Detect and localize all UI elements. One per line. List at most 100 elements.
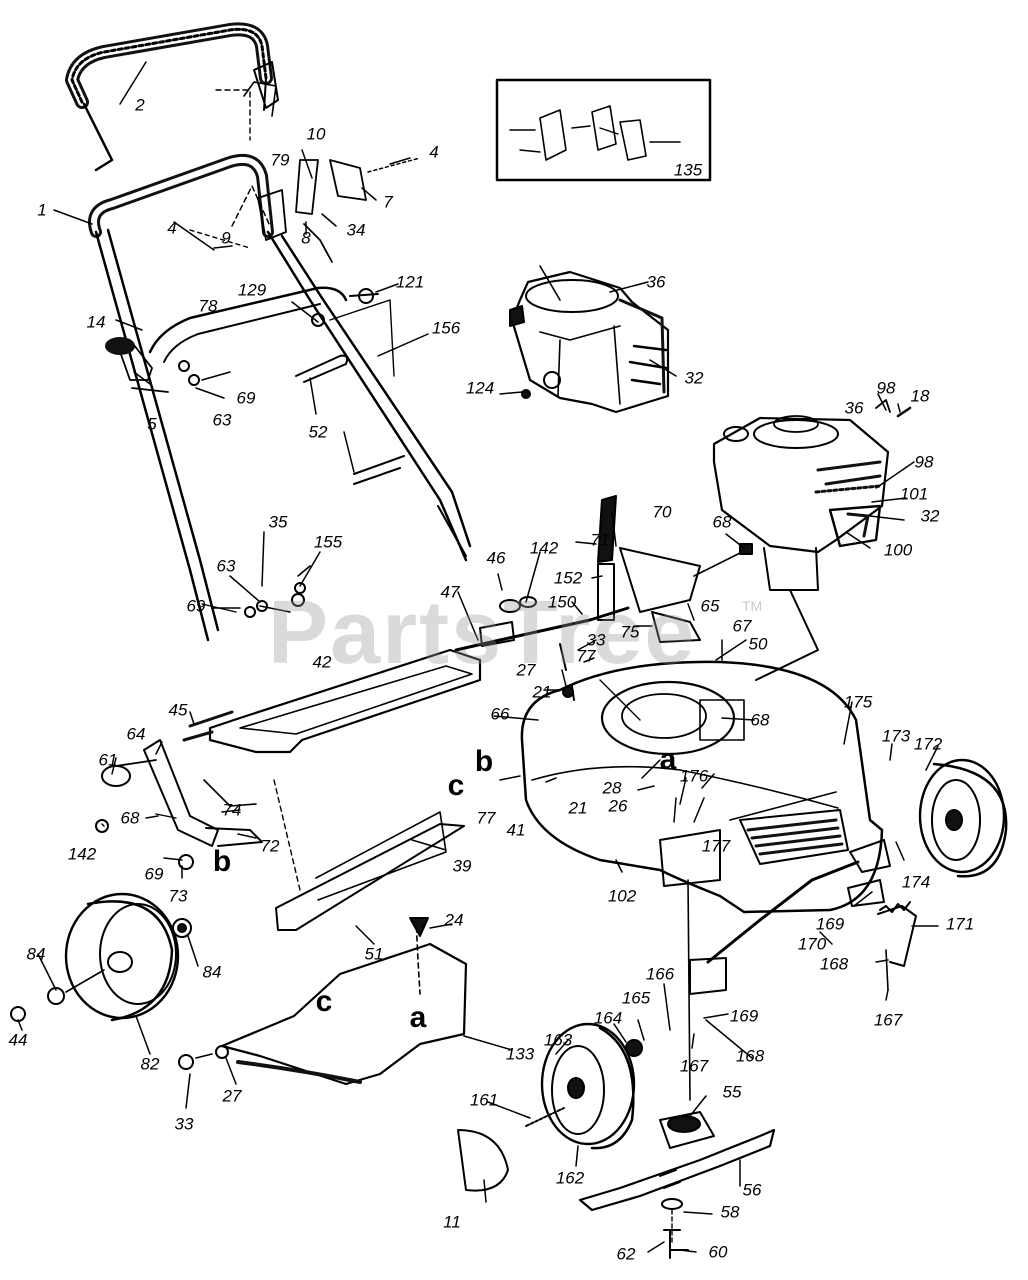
callout: 33 [174,1114,194,1134]
blade-assembly [578,1111,776,1259]
callout: 168 [735,1046,765,1066]
connection-letter-b: b [212,845,232,878]
connection-letter-a: a [659,743,677,776]
engine-upper [509,265,670,414]
callout: 32 [684,368,704,388]
connection-letter-a: a [409,1001,427,1034]
callout: 58 [720,1202,740,1222]
callout: 4 [429,142,439,162]
callout: 46 [486,548,506,568]
connection-letter-c: c [447,769,465,802]
callout: 18 [910,386,930,406]
callout: 162 [555,1168,585,1188]
callout: 171 [945,914,975,934]
callout: 10 [306,124,326,144]
upper-handle [65,22,279,172]
callout: 77 [576,646,596,666]
callout: 152 [553,568,583,588]
connection-letter-b: b [474,745,494,778]
callout: 142 [67,844,97,864]
connection-letter-c: c [315,985,333,1018]
callout: 39 [452,856,472,876]
callout: 102 [607,886,637,906]
callout: 4 [167,218,177,238]
callout: 36 [646,272,666,292]
callout: 98 [876,378,896,398]
callout: 8 [301,228,311,248]
callout: 69 [236,388,256,408]
callout: 9 [221,228,231,248]
callout: 170 [797,934,827,954]
handle-bracket [95,648,482,931]
callout: 173 [881,726,911,746]
callout: 56 [742,1180,762,1200]
callout: 98 [914,452,934,472]
callout: 55 [722,1082,742,1102]
callout: 79 [270,150,290,170]
callout: 77 [476,808,496,828]
callout: 75 [620,622,640,642]
callout: 168 [819,954,849,974]
callout: 100 [883,540,913,560]
callout: 84 [202,962,222,982]
callout: 42 [312,652,332,672]
callout: 36 [844,398,864,418]
right-wheels [457,758,1008,1192]
callout: 35 [268,512,288,532]
callout: 166 [645,964,675,984]
callout: 24 [444,910,464,930]
callout: 172 [913,734,943,754]
callout: 66 [490,704,510,724]
callout: 28 [602,778,622,798]
engine-lower [712,399,912,681]
callout: 64 [126,724,146,744]
callout: 67 [732,616,752,636]
callout: 32 [920,506,940,526]
callout: 124 [465,378,495,398]
callout: 41 [506,820,526,840]
callout: 156 [431,318,461,338]
callout: 63 [212,410,232,430]
callout: 73 [168,886,188,906]
rear-flap [178,917,468,1086]
callout: 101 [899,484,929,504]
callout: 142 [529,538,559,558]
callout: 65 [700,596,720,616]
callout: 52 [308,422,328,442]
callout: 68 [120,808,140,828]
callout: 129 [237,280,267,300]
callout: 60 [708,1242,728,1262]
callout: 163 [543,1030,573,1050]
callout: 27 [516,660,536,680]
callout: 133 [505,1044,535,1064]
callout: 175 [843,692,873,712]
callout: 70 [652,502,672,522]
partstree-watermark: PartsTree [268,583,697,683]
callout: 1 [37,200,47,220]
callout: 33 [586,630,606,650]
callout: 47 [440,582,460,602]
callout: 14 [86,312,106,332]
callout: 169 [729,1006,759,1026]
callout: 74 [222,800,242,820]
callout: 68 [712,512,732,532]
height-adjusters [454,495,917,995]
callout: 11 [443,1212,461,1232]
callout: 78 [198,296,218,316]
callout: 26 [608,796,628,816]
callout: 177 [701,836,731,856]
callout: 44 [8,1030,28,1050]
callout: 61 [98,750,118,770]
callout: 82 [140,1054,160,1074]
callout: 34 [346,220,366,240]
callout: 155 [313,532,343,552]
inset-detail [495,78,712,182]
callout: 164 [593,1008,623,1028]
callout: 45 [168,700,188,720]
leader-lines [17,61,939,1253]
callout: 2 [135,95,145,115]
callout: 150 [547,592,577,612]
callout: 161 [469,1090,499,1110]
callout: 69 [186,596,206,616]
